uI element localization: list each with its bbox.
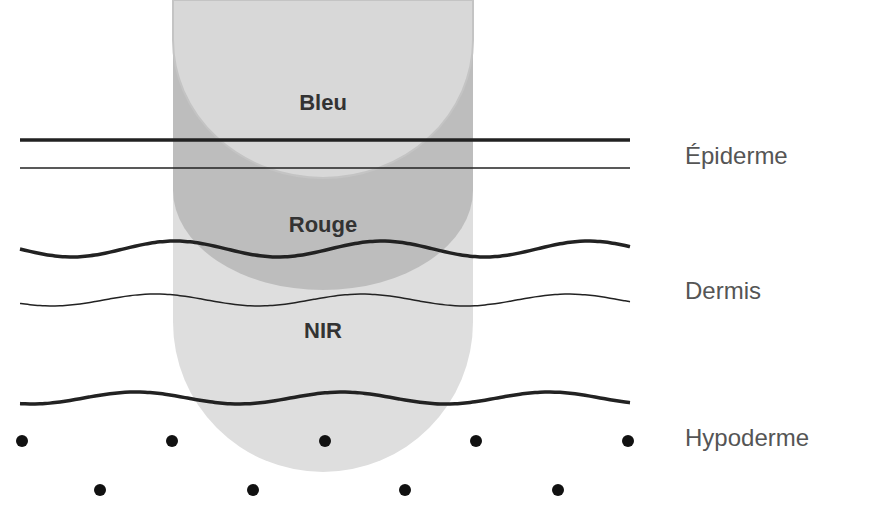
- beam-shape: [173, 0, 473, 178]
- layer-line: [20, 167, 630, 169]
- wavelength-label: NIR: [173, 318, 473, 344]
- wavelength-label: Bleu: [173, 90, 473, 116]
- layer-wave: [20, 241, 630, 257]
- hypoderm-dots: [16, 435, 634, 496]
- layer-wave: [20, 294, 630, 306]
- blue-beam: Bleu: [173, 0, 473, 178]
- red-beam: Rouge Bleu: [173, 0, 473, 290]
- nir-beam: NIR Rouge Bleu: [173, 0, 473, 472]
- layer-name: Hypoderme: [685, 424, 809, 452]
- layer-line: [20, 138, 630, 142]
- layer-name: Épiderme: [685, 142, 788, 170]
- wave-lines: [20, 241, 630, 404]
- wavelength-label: Rouge: [173, 212, 473, 238]
- layer-name: Dermis: [685, 277, 761, 305]
- layer-wave: [20, 392, 630, 404]
